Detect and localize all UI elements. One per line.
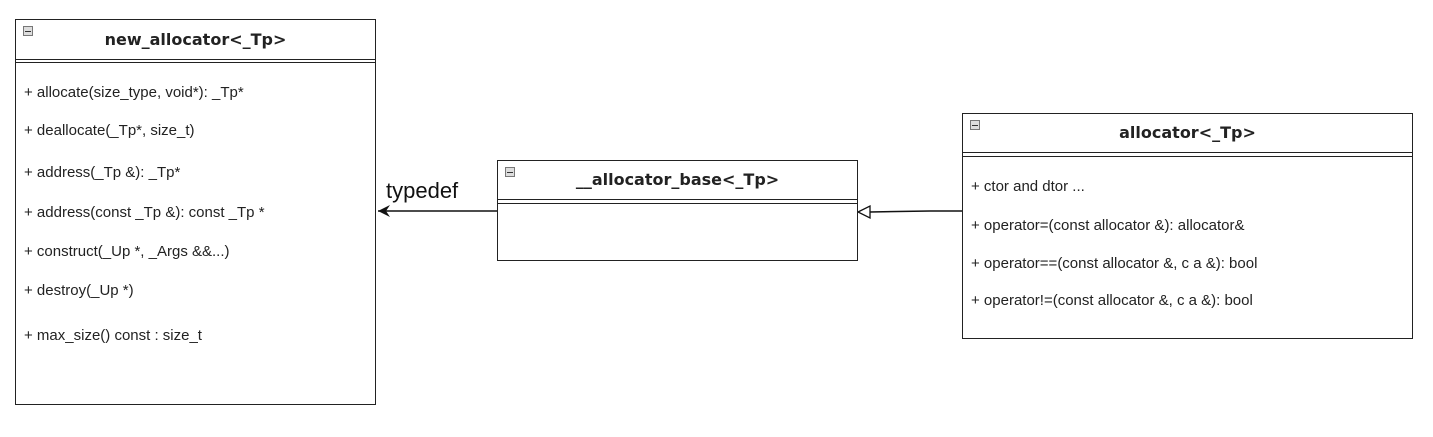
divider (963, 156, 1412, 157)
method: + max_size() const : size_t (24, 327, 202, 344)
method: + operator=(const allocator &): allocato… (971, 217, 1245, 234)
class-allocator-base[interactable]: __allocator_base<_Tp> (497, 160, 858, 261)
open-arrowhead-icon (378, 205, 390, 217)
class-title: new_allocator<_Tp> (16, 20, 375, 60)
method: + destroy(_Up *) (24, 282, 134, 299)
class-new-allocator[interactable]: new_allocator<_Tp> + allocate(size_type,… (15, 19, 376, 405)
inheritance-edge (869, 210, 962, 213)
method: + ctor and dtor ... (971, 178, 1085, 195)
method: + construct(_Up *, _Args &&...) (24, 243, 230, 260)
method: + address(const _Tp &): const _Tp * (24, 204, 265, 221)
class-allocator[interactable]: allocator<_Tp> + ctor and dtor ... + ope… (962, 113, 1413, 339)
class-title: __allocator_base<_Tp> (498, 161, 857, 200)
inheritance-triangle-icon (856, 204, 871, 220)
method: + address(_Tp &): _Tp* (24, 164, 181, 181)
collapse-icon[interactable] (505, 167, 515, 177)
class-title: allocator<_Tp> (963, 114, 1412, 153)
method: + allocate(size_type, void*): _Tp* (24, 84, 244, 101)
typedef-label: typedef (386, 178, 459, 203)
divider (16, 62, 375, 63)
method: + operator==(const allocator &, c a &): … (971, 255, 1258, 272)
method: + operator!=(const allocator &, c a &): … (971, 292, 1253, 309)
collapse-icon[interactable] (23, 26, 33, 36)
method: + deallocate(_Tp*, size_t) (24, 122, 195, 139)
divider (498, 203, 857, 204)
collapse-icon[interactable] (970, 120, 980, 130)
